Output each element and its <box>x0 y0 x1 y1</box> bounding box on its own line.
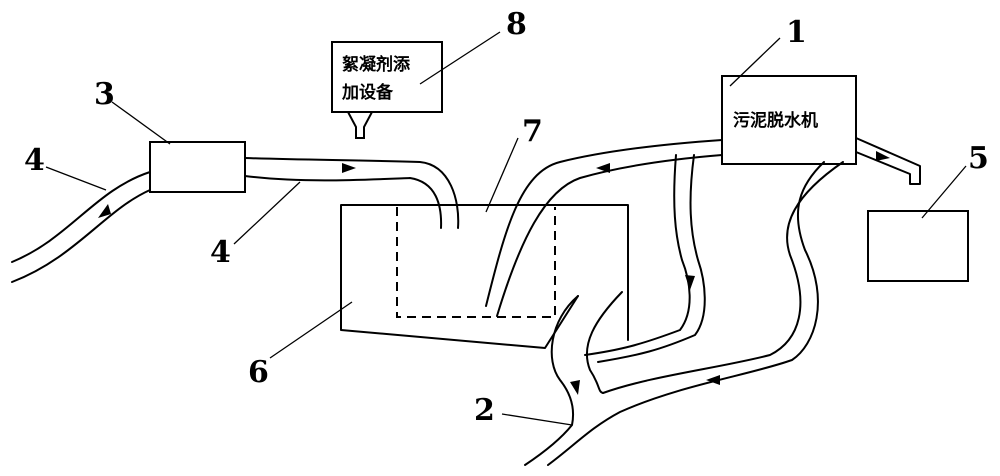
sludge-receiving-box <box>867 210 969 282</box>
svg-text:3: 3 <box>94 77 115 112</box>
dewatering-machine-label: 污泥脱水机 <box>733 110 818 131</box>
svg-text:4: 4 <box>210 235 231 270</box>
feed-pipe-to-tank <box>244 157 460 229</box>
dosing-funnel <box>346 111 374 139</box>
tank-6 <box>340 204 629 349</box>
flow-arrows <box>98 151 890 395</box>
inlet-pipe-left <box>11 171 151 283</box>
callout-8: 8 <box>419 7 527 85</box>
callout-5: 5 <box>921 141 989 219</box>
flocculant-label-line1: 絮凝剂添 <box>342 54 411 75</box>
svg-text:7: 7 <box>522 114 543 149</box>
callout-7: 7 <box>485 114 543 213</box>
discharge-chute <box>855 137 921 185</box>
svg-text:4: 4 <box>24 143 45 178</box>
outlet-pipe-2 <box>524 154 844 466</box>
flocculant-dosing-equipment: 絮凝剂添 加设备 <box>331 41 443 139</box>
svg-text:5: 5 <box>968 141 989 176</box>
callout-6: 6 <box>248 301 353 390</box>
callout-4-lower: 4 <box>210 181 301 270</box>
svg-text:6: 6 <box>248 355 269 390</box>
svg-text:2: 2 <box>474 393 495 428</box>
return-pipe-to-tank <box>485 139 723 317</box>
callout-4-left: 4 <box>24 143 107 191</box>
svg-text:8: 8 <box>506 7 527 42</box>
flocculant-label-line2: 加设备 <box>341 82 394 103</box>
inner-tank-7 <box>396 207 556 318</box>
unit-3-box <box>149 141 246 193</box>
callout-1: 1 <box>729 15 807 87</box>
callout-2: 2 <box>474 393 573 428</box>
sludge-dewatering-machine: 污泥脱水机 <box>721 75 857 165</box>
callout-3: 3 <box>94 77 171 145</box>
svg-text:1: 1 <box>786 15 807 50</box>
